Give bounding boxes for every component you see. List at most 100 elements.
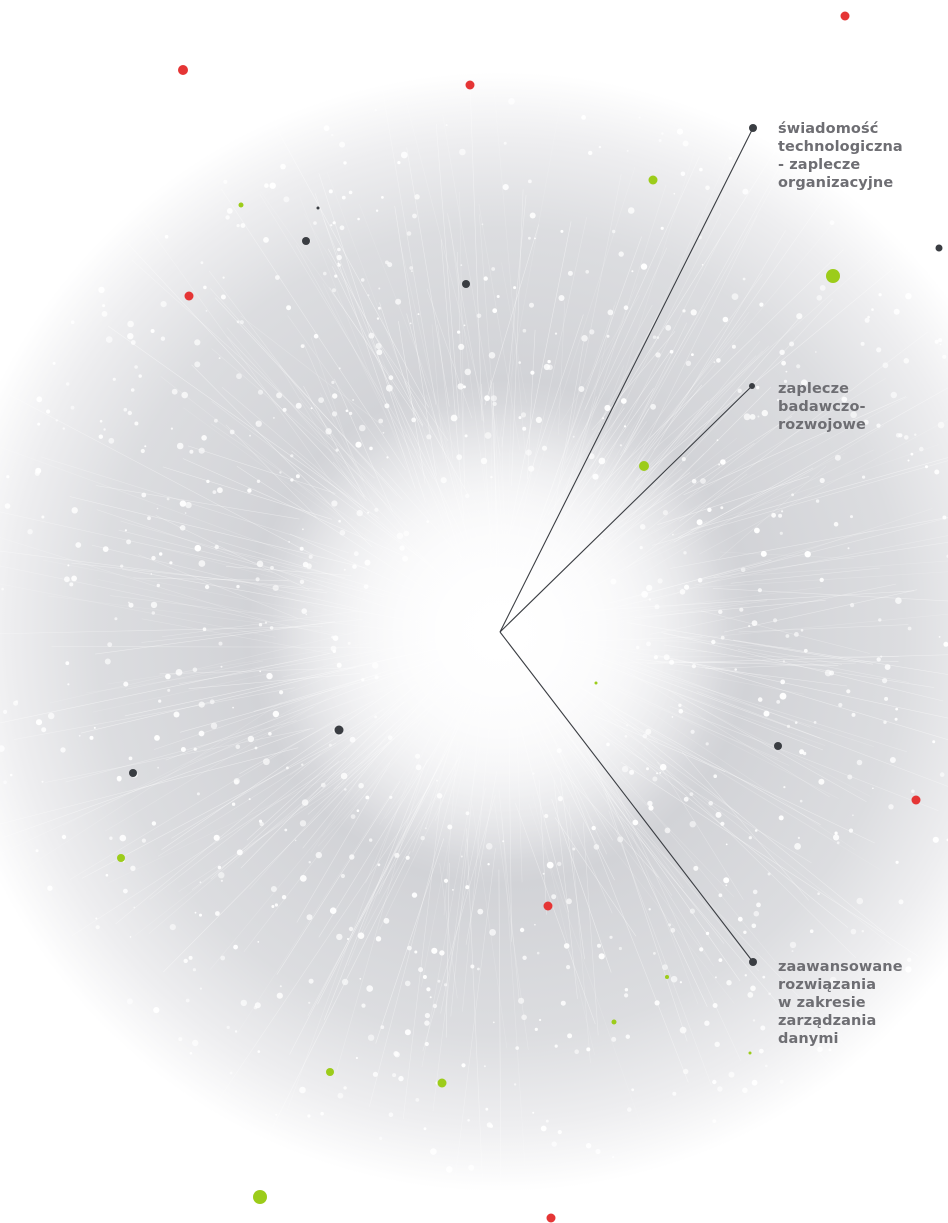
- network-node: [801, 379, 808, 386]
- network-node: [336, 933, 343, 941]
- network-node: [461, 1063, 466, 1068]
- network-node: [623, 305, 629, 311]
- network-node: [669, 349, 674, 354]
- network-node: [65, 661, 70, 666]
- network-node: [534, 923, 536, 926]
- network-node: [128, 602, 134, 608]
- network-node: [341, 195, 346, 200]
- network-node: [414, 194, 420, 200]
- network-node: [123, 407, 128, 412]
- red-dot: [184, 291, 194, 301]
- network-node: [796, 364, 801, 369]
- network-node: [435, 1081, 439, 1085]
- network-node: [661, 132, 664, 135]
- dark-dot: [334, 725, 344, 735]
- network-node: [151, 821, 157, 826]
- network-node: [625, 1034, 630, 1039]
- network-node: [560, 229, 564, 233]
- network-node: [272, 710, 280, 718]
- network-node: [460, 264, 463, 266]
- network-node: [127, 320, 134, 328]
- network-node: [78, 734, 81, 737]
- network-node: [623, 425, 627, 428]
- callout-dot-data-management: [749, 958, 757, 966]
- network-node: [217, 487, 223, 494]
- network-node: [540, 1125, 547, 1132]
- network-edge: [240, 851, 411, 1191]
- network-node: [93, 726, 96, 729]
- network-node: [64, 576, 70, 583]
- network-node: [720, 506, 724, 510]
- network-node: [778, 815, 784, 821]
- network-node: [36, 396, 43, 403]
- network-node: [112, 377, 116, 381]
- network-node: [740, 567, 746, 573]
- network-node: [883, 720, 887, 724]
- network-node: [683, 1068, 689, 1075]
- network-node: [429, 996, 432, 999]
- network-node: [130, 388, 135, 392]
- network-node: [185, 501, 192, 509]
- network-node: [406, 231, 412, 236]
- green-dot: [238, 202, 244, 208]
- callout-line-data-management: [499, 631, 754, 963]
- network-node: [67, 683, 70, 686]
- network-node: [199, 913, 202, 917]
- network-edge: [738, 624, 909, 633]
- network-node: [919, 446, 924, 452]
- network-node: [756, 385, 760, 390]
- network-node: [218, 357, 221, 359]
- network-node: [445, 124, 448, 127]
- network-node: [468, 1164, 475, 1171]
- network-node: [665, 324, 672, 331]
- network-node: [232, 706, 235, 709]
- network-edge: [466, 828, 484, 1198]
- network-node: [682, 309, 686, 313]
- network-node: [794, 843, 801, 850]
- network-node: [819, 285, 826, 291]
- network-node: [536, 951, 540, 955]
- network-node: [361, 1003, 366, 1008]
- network-node: [816, 295, 823, 301]
- network-node: [627, 207, 635, 214]
- network-node: [405, 855, 410, 860]
- network-node: [193, 747, 197, 751]
- network-node: [299, 875, 307, 882]
- network-node: [722, 316, 729, 323]
- network-node: [236, 320, 240, 324]
- network-node: [200, 261, 204, 265]
- network-node: [819, 477, 825, 484]
- network-node: [467, 1119, 470, 1122]
- network-node: [41, 515, 45, 519]
- network-node: [626, 149, 629, 152]
- green-dot: [253, 1190, 267, 1204]
- network-node: [360, 278, 365, 282]
- network-node: [46, 409, 51, 414]
- network-node: [202, 627, 207, 631]
- network-node: [872, 787, 874, 790]
- network-node: [753, 910, 760, 917]
- network-node: [515, 1046, 519, 1050]
- network-node: [233, 944, 239, 950]
- network-node: [220, 955, 226, 961]
- network-node: [378, 418, 384, 424]
- network-node: [632, 819, 639, 826]
- network-node: [338, 367, 341, 370]
- network-node: [483, 276, 488, 281]
- network-node: [367, 294, 370, 297]
- label-data-management: zaawansowane rozwiązania w zakresie zarz…: [778, 959, 903, 1047]
- network-node: [612, 229, 616, 234]
- network-node: [528, 236, 531, 240]
- network-edge: [624, 144, 796, 453]
- network-node: [574, 1049, 579, 1054]
- network-node: [803, 648, 808, 653]
- network-node: [942, 515, 947, 520]
- network-node: [712, 1119, 717, 1123]
- network-node: [890, 391, 897, 399]
- network-edge: [375, 838, 445, 1044]
- network-node: [748, 625, 751, 628]
- network-node: [578, 386, 585, 392]
- network-node: [757, 415, 760, 418]
- network-node: [737, 388, 742, 393]
- network-node: [395, 298, 402, 305]
